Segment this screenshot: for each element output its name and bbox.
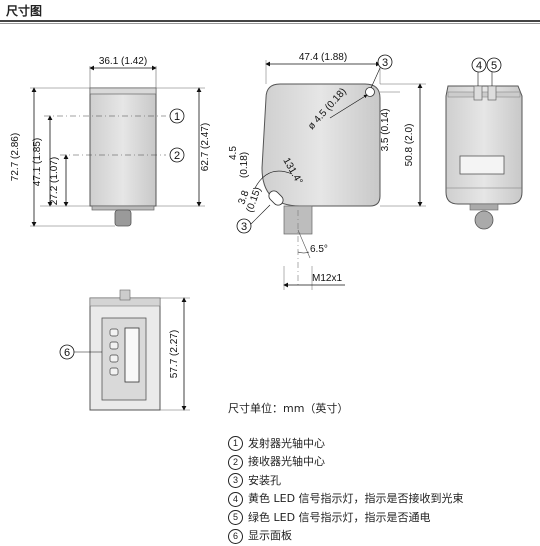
side-hole-offset-label: 3.5 (0.14) <box>380 109 391 152</box>
legend-text: 显示面板 <box>248 529 292 542</box>
callout-3-leader <box>370 67 381 89</box>
display-button <box>109 367 119 376</box>
callout-4-marker <box>471 57 487 73</box>
angle-arc <box>254 170 293 189</box>
side-height-label: 50.8 (2.0) <box>404 124 415 167</box>
axis2-label: 27.2 (1.07) <box>49 157 60 205</box>
legend-number: 2 <box>228 454 243 470</box>
front-view: 36.1 (1.42) 72.7 (2.86) 47.1 (1.85) 27.2… <box>10 56 211 227</box>
display-button <box>109 341 119 350</box>
front-connector <box>114 209 132 227</box>
cable-angle-arc <box>297 251 310 254</box>
legend-item: 1 发射器光轴中心 <box>228 435 464 454</box>
legend-number: 1 <box>228 436 243 452</box>
legend-number: 4 <box>228 491 243 507</box>
callout-5-marker <box>486 57 502 73</box>
rear-display-window <box>459 155 505 175</box>
legend: 尺寸单位：mm（英寸） 1 发射器光轴中心 2 接收器光轴中心 3 安装孔 4 黄色 L… <box>228 400 464 546</box>
callout-1-label: 1 <box>174 111 180 123</box>
legend-text: 黄色 LED 信号指示灯，指示是否接收到光束 <box>248 492 464 505</box>
rear-led-5 <box>487 85 497 101</box>
side-thread-label: M12x1 <box>312 273 342 284</box>
side-mount-hole <box>365 87 375 97</box>
side-45-inch-label: (0.18) <box>239 152 250 178</box>
side-width-label: 47.4 (1.88) <box>299 52 347 63</box>
display-height-label: 57.7 (2.27) <box>169 330 180 378</box>
header-rule <box>0 20 540 22</box>
callout-5-label: 5 <box>491 60 497 72</box>
header-rule-thin <box>0 23 540 24</box>
legend-item: 6 显示面板 <box>228 527 464 546</box>
side-45-label: 4.5 <box>228 146 239 160</box>
rear-connector <box>474 210 494 230</box>
callout-4-label: 4 <box>476 60 482 72</box>
legend-item: 2 接收器光轴中心 <box>228 453 464 472</box>
side-38-label: 3.8 <box>236 189 251 206</box>
display-button <box>109 354 119 363</box>
callout-3-top-label: 3 <box>382 57 388 69</box>
legend-number: 5 <box>228 510 243 526</box>
front-width-label: 36.1 (1.42) <box>99 56 147 67</box>
side-hole-leader <box>329 94 368 119</box>
rear-led-4 <box>473 85 483 101</box>
front-body-height-label: 62.7 (2.47) <box>200 123 211 171</box>
front-total-height-label: 72.7 (2.86) <box>10 133 21 181</box>
legend-item: 3 安装孔 <box>228 472 464 491</box>
legend-number: 3 <box>228 473 243 489</box>
rear-top-strip <box>447 91 521 98</box>
callout-6-label: 6 <box>64 347 70 359</box>
side-cable-angle-label: 6.5° <box>310 244 328 255</box>
front-body <box>89 87 157 207</box>
side-38-inch-label: (0.15) <box>244 186 263 214</box>
callout-2-marker <box>169 147 185 163</box>
units-note: 尺寸单位：mm（英寸） <box>228 402 349 415</box>
legend-text: 绿色 LED 信号指示灯，指示是否通电 <box>248 510 431 524</box>
display-view: 57.7 (2.27) 6 <box>59 289 190 411</box>
rear-base <box>469 203 499 211</box>
cable-angle-line <box>297 229 311 259</box>
axis1-label: 47.1 (1.85) <box>32 138 43 186</box>
display-screen <box>124 327 140 383</box>
display-button <box>109 328 119 337</box>
display-top-tab <box>119 289 131 301</box>
callout-3-bottom-label: 3 <box>241 221 247 233</box>
callout-3-bottom-marker <box>236 218 252 234</box>
callout-1-marker <box>169 108 185 124</box>
side-view: 47.4 (1.88) ø 4.5 (0.18) 3 3.5 (0.14) 50… <box>228 52 426 290</box>
callout-3b-leader <box>250 204 271 225</box>
callout-3-top-marker <box>377 54 393 70</box>
legend-item: 5 绿色 LED 信号指示灯，指示是否通电 <box>228 509 464 528</box>
rear-body <box>445 85 523 205</box>
legend-number: 6 <box>228 528 243 544</box>
front-bottom-cap <box>91 205 155 211</box>
legend-text: 发射器光轴中心 <box>248 436 325 450</box>
side-body <box>261 83 381 207</box>
front-top-cap <box>89 87 157 95</box>
legend-item: 4 黄色 LED 信号指示灯，指示是否接收到光束 <box>228 490 464 509</box>
section-header: 尺寸图 <box>0 0 540 24</box>
legend-text: 接收器光轴中心 <box>248 455 325 468</box>
section-title: 尺寸图 <box>6 4 43 18</box>
rear-view: 4 5 <box>445 57 523 230</box>
callout-2-label: 2 <box>174 150 180 162</box>
legend-text: 安装孔 <box>248 473 281 487</box>
